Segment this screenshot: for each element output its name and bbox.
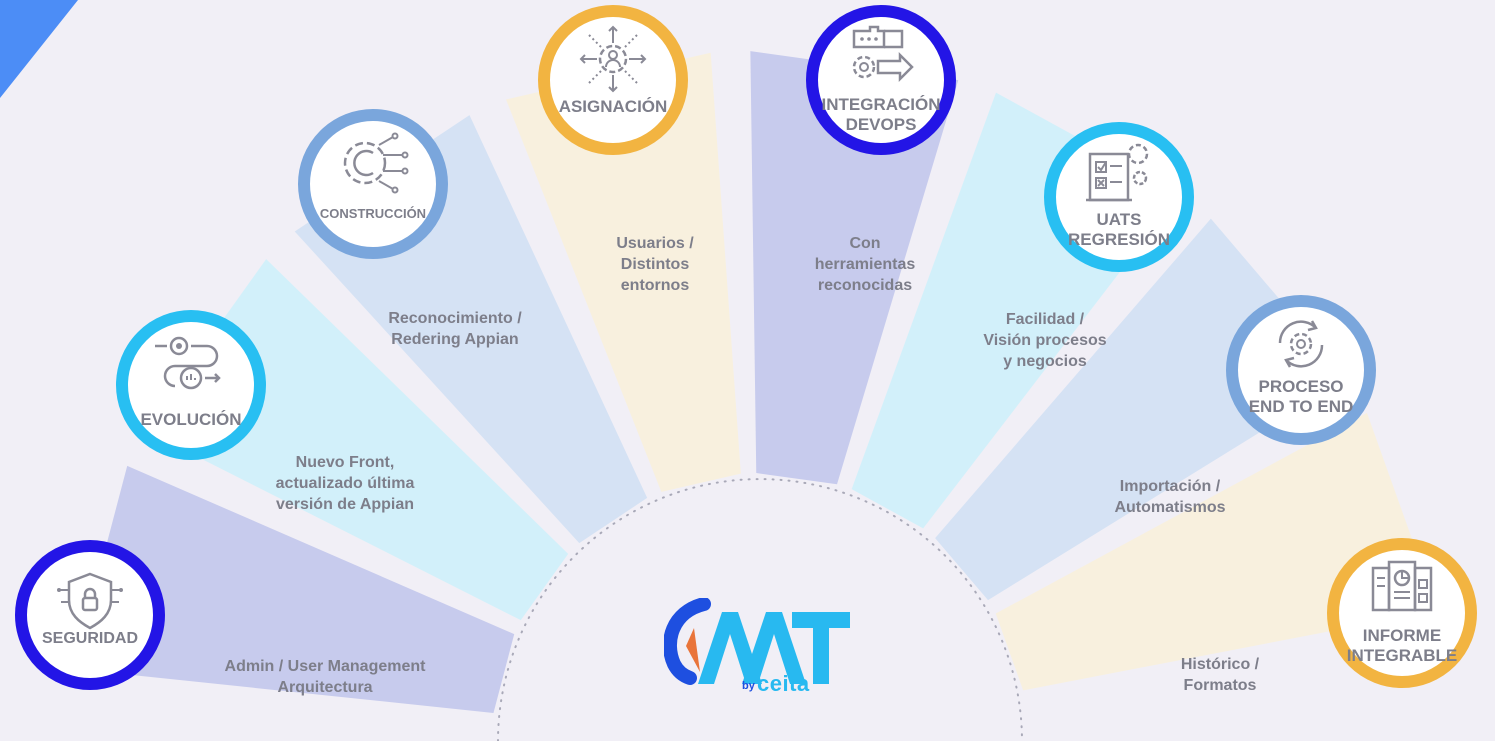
segment-text-proceso: Importación / Automatismos <box>1114 478 1226 516</box>
checklist-gears-icon <box>1086 143 1149 202</box>
segment-text-seguridad: Admin / User Management Arquitectura <box>224 658 426 696</box>
band-asignacion <box>505 52 741 492</box>
badge-label-evolucion: EVOLUCIÓN <box>140 410 242 429</box>
badge-proceso-end-to-end: PROCESO END TO END <box>1226 295 1376 445</box>
segment-text-informe: Histórico / Formatos <box>1180 656 1260 694</box>
puzzle-gear-arrow-icon <box>852 25 914 83</box>
badge-construccion: CONSTRUCCIÓN <box>298 109 448 259</box>
band-integracion <box>750 51 959 485</box>
security-shield-lock-icon <box>57 572 123 630</box>
badge-integracion-devops: INTEGRACIÓN DEVOPS <box>806 5 956 155</box>
band-proceso <box>935 218 1348 601</box>
badge-label-proceso-end-to-end: PROCESO END TO END <box>1248 377 1354 416</box>
gears-progress-icon <box>155 336 221 390</box>
corner-accent-triangle <box>0 0 78 98</box>
aat-logo <box>664 598 850 685</box>
badge-seguridad: SEGURIDAD <box>15 540 165 690</box>
logo-brand-text: ceita <box>757 671 810 696</box>
badge-informe-integrable: INFORME INTEGRABLE <box>1327 538 1477 688</box>
segment-text-asignacion: Usuarios / Distintos entornos <box>616 235 694 294</box>
badge-label-uats-regresion: UATS REGRESIÓN <box>1067 210 1171 249</box>
user-assign-arrows-icon <box>579 25 647 93</box>
band-seguridad <box>73 465 515 713</box>
report-document-icon <box>1371 560 1433 612</box>
segment-text-construccion: Reconocimiento / Redering Appian <box>388 310 522 348</box>
segment-text-evolucion: Nuevo Front, actualizado última versión … <box>275 454 415 513</box>
cycle-gear-icon <box>1278 320 1324 368</box>
badge-label-seguridad: SEGURIDAD <box>41 630 138 647</box>
gear-circuit-icon <box>343 132 409 194</box>
segment-text-integracion: Con herramientas reconocidas <box>814 235 916 294</box>
dotted-arc <box>497 478 1023 741</box>
badge-label-construccion: CONSTRUCCIÓN <box>319 206 427 221</box>
badge-label-informe-integrable: INFORME INTEGRABLE <box>1346 626 1458 665</box>
badge-asignacion: ASIGNACIÓN <box>538 5 688 155</box>
badge-label-integracion-devops: INTEGRACIÓN DEVOPS <box>821 95 941 134</box>
segment-text-uats: Facilidad / Visión procesos y negocios <box>983 311 1107 370</box>
logo-by-text: by <box>742 680 755 692</box>
badge-label-asignacion: ASIGNACIÓN <box>558 97 668 116</box>
badge-uats-regresion: UATS REGRESIÓN <box>1044 122 1194 272</box>
badge-evolucion: EVOLUCIÓN <box>116 310 266 460</box>
